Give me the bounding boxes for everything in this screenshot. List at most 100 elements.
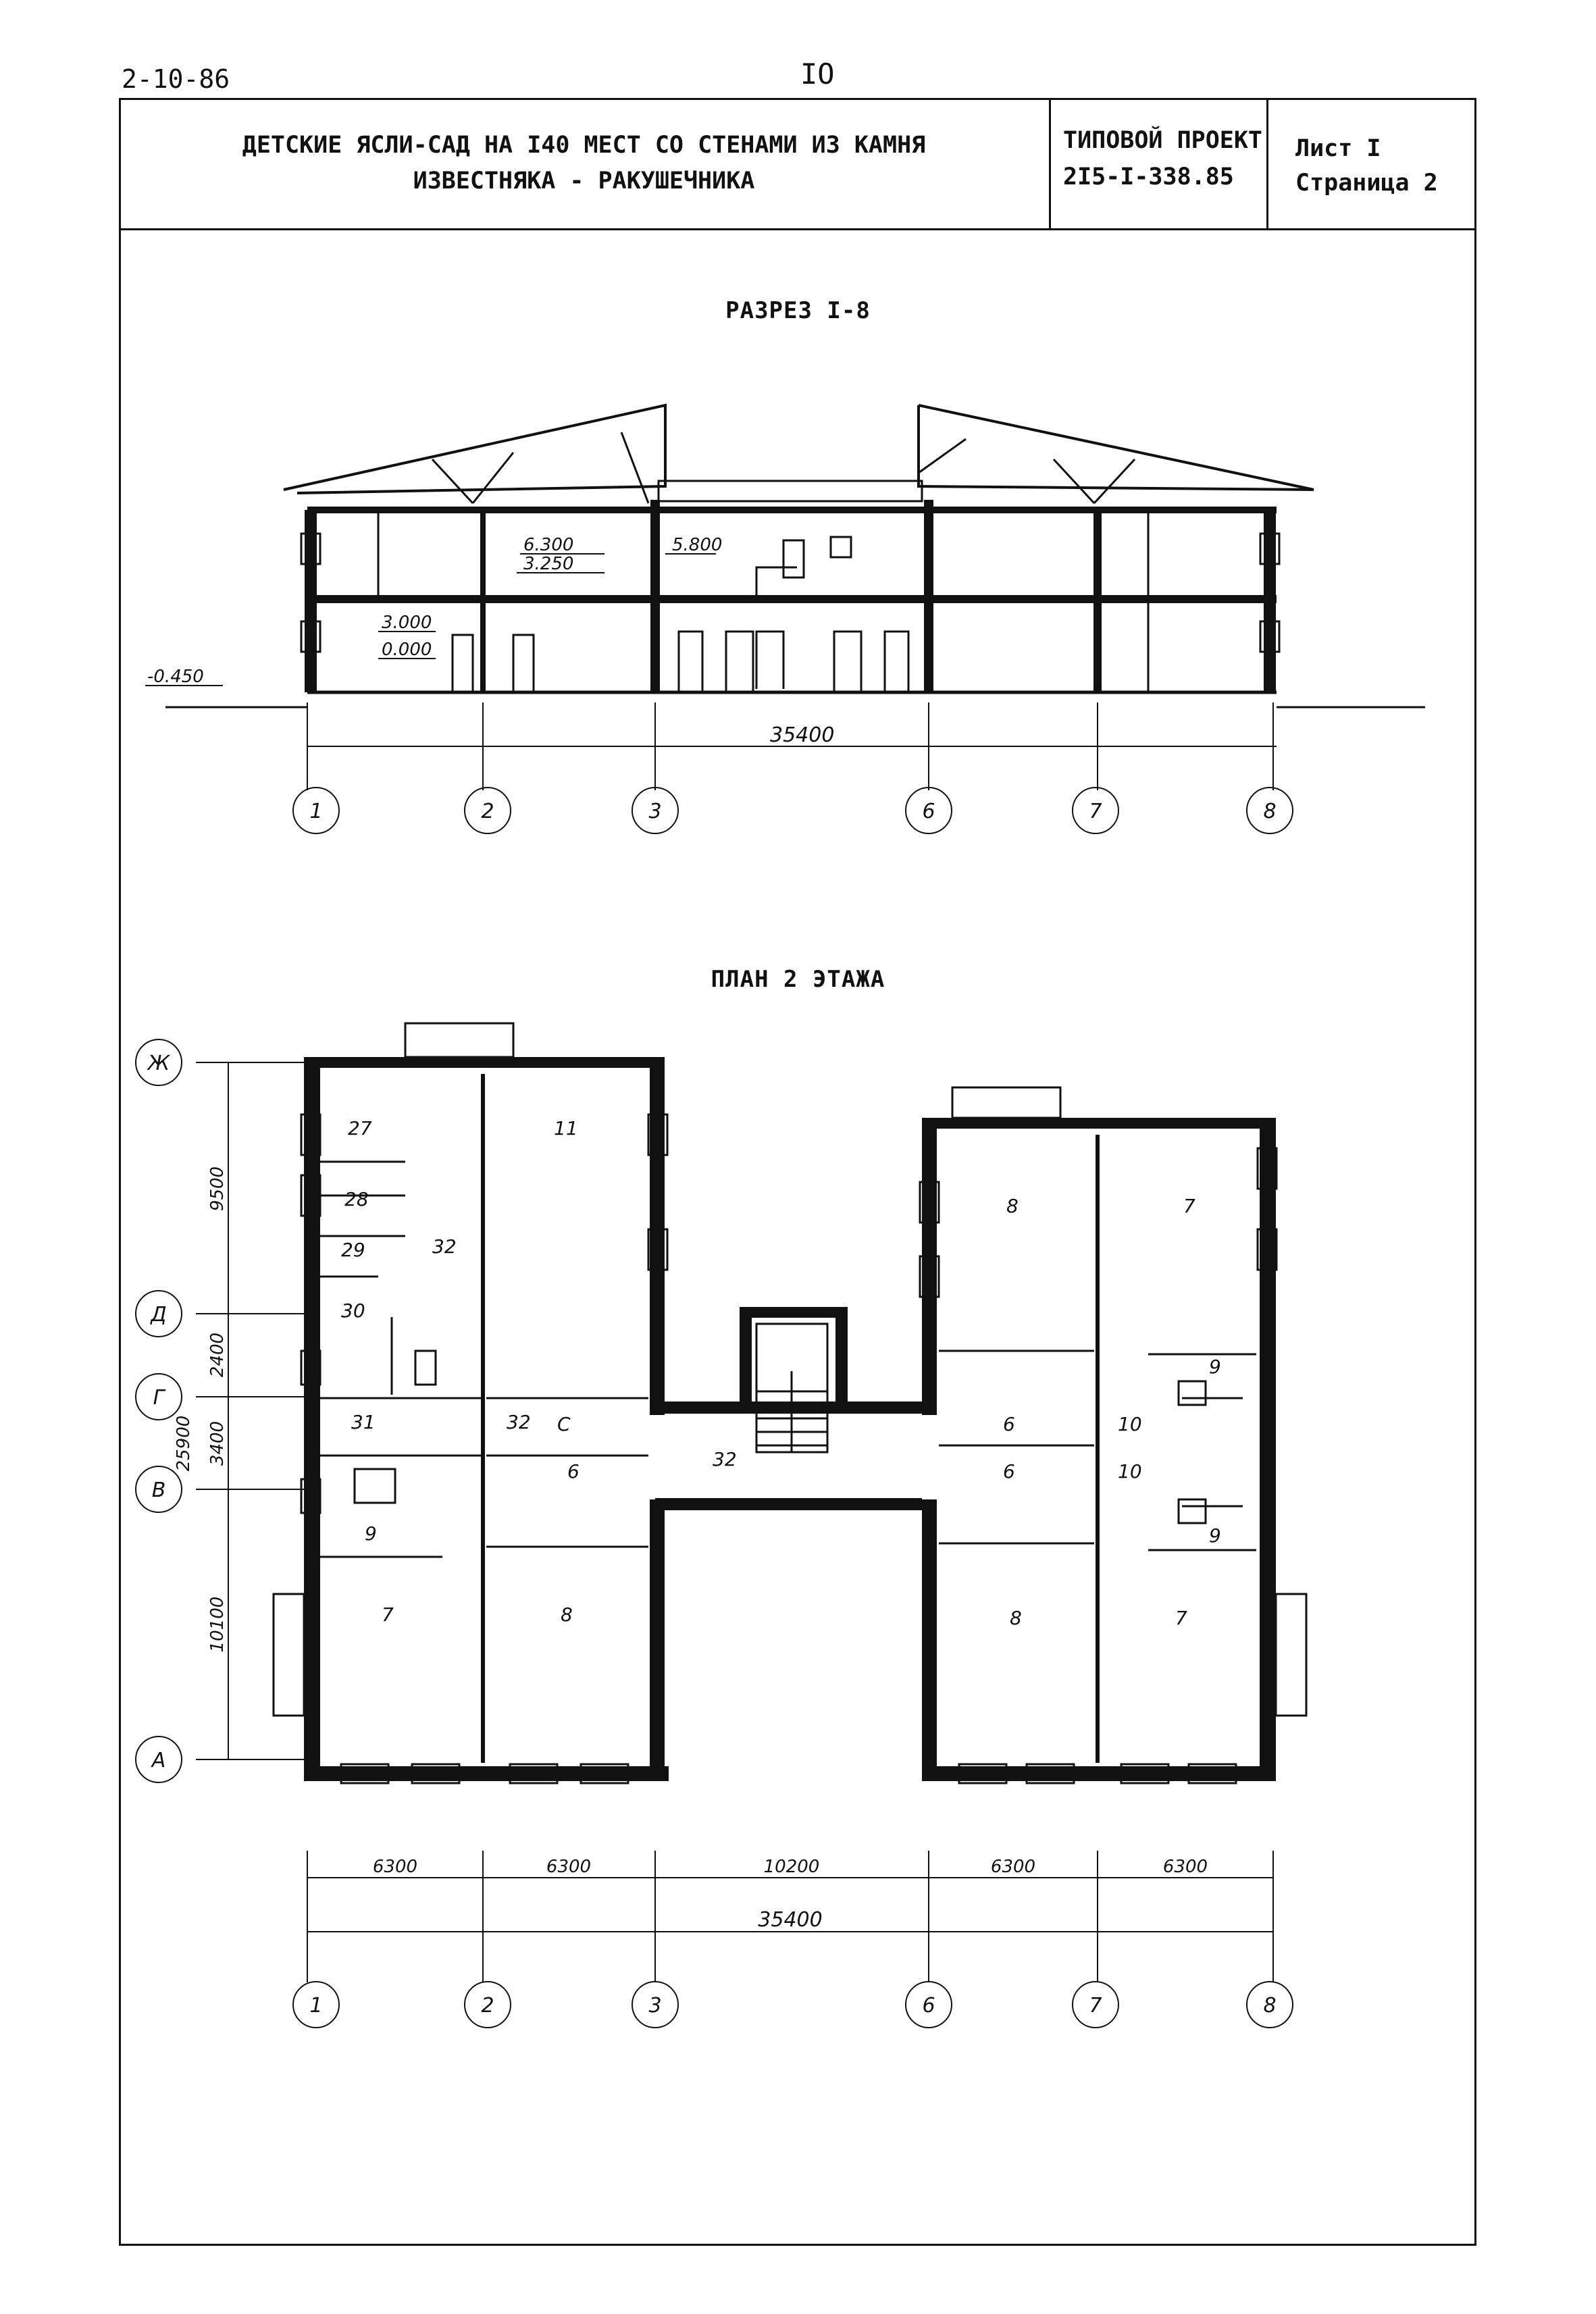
room-7-right-top: 7 <box>1183 1195 1195 1217</box>
door <box>451 634 474 694</box>
axis-label-8: 8 <box>1263 800 1276 823</box>
axis-circle <box>632 787 679 834</box>
room-7-left: 7 <box>382 1603 394 1626</box>
wall <box>740 1307 848 1318</box>
title-line-1: ДЕТСКИЕ ЯСЛИ-САД НА I40 МЕСТ СО СТЕНАМИ … <box>242 132 926 159</box>
truss-left-b <box>471 452 515 504</box>
window <box>829 536 852 559</box>
room-8-right-bottom: 8 <box>1010 1607 1022 1629</box>
axis-circle <box>292 1981 340 2028</box>
axis-circle <box>464 1981 511 2028</box>
project-cell: ТИПОВОЙ ПРОЕКТ 2I5-I-338.85 <box>1051 98 1268 228</box>
wall <box>304 1057 655 1068</box>
toilet-block <box>414 1349 437 1386</box>
window <box>1259 532 1281 565</box>
truss-right-c <box>1093 458 1136 505</box>
section-mark-c: С <box>557 1413 571 1435</box>
truss-right-a <box>918 438 967 474</box>
mark-minus-0450: -0.450 <box>147 667 204 687</box>
col-axis-2: 2 <box>481 1994 494 2017</box>
section-overall-dimension: 35400 <box>770 723 834 747</box>
room-11: 11 <box>554 1117 578 1139</box>
mark-3250: 3.250 <box>523 554 573 574</box>
row-axis-v: В <box>152 1479 166 1502</box>
door <box>677 630 704 694</box>
page-label: Страница 2 <box>1295 169 1438 197</box>
room-6-left: 6 <box>567 1460 580 1483</box>
axis-circle <box>632 1981 679 2028</box>
window <box>647 1113 669 1156</box>
axis-circle <box>905 787 952 834</box>
drawing-frame <box>119 98 1476 2246</box>
row-dim-2400: 2400 <box>207 1333 228 1377</box>
wall <box>740 1307 752 1405</box>
room-7-right-bottom: 7 <box>1175 1607 1187 1629</box>
axis-label-1: 1 <box>309 800 322 823</box>
axis-circle <box>135 1466 182 1513</box>
roof-left <box>283 403 667 494</box>
axis-circle <box>292 787 340 834</box>
wall <box>655 1498 922 1510</box>
wall <box>304 1057 320 1780</box>
section-title: РАЗРЕЗ I-8 <box>725 297 871 324</box>
window <box>1256 1147 1278 1190</box>
toilet-block <box>1177 1380 1207 1406</box>
external-stair <box>1275 1593 1308 1717</box>
room-6-right-a: 6 <box>1003 1413 1015 1435</box>
toilet-block <box>1177 1498 1207 1524</box>
wall <box>655 1402 922 1414</box>
wall <box>304 1766 669 1781</box>
room-9-left: 9 <box>365 1522 377 1545</box>
truss-left-a <box>431 458 474 505</box>
external-stair <box>272 1593 305 1717</box>
wall <box>650 1057 665 1415</box>
mark-0000: 0.000 <box>382 640 432 660</box>
window <box>411 1763 461 1784</box>
room-8-left: 8 <box>561 1603 573 1626</box>
axis-circle <box>1246 1981 1293 2028</box>
truss-right-b <box>1052 458 1096 505</box>
room-28: 28 <box>344 1188 369 1210</box>
col-dim-4: 6300 <box>991 1857 1035 1877</box>
plan-title: ПЛАН 2 ЭТАЖА <box>711 966 885 993</box>
external-stair <box>404 1022 515 1058</box>
room-27: 27 <box>348 1117 372 1139</box>
toilet-block <box>353 1468 396 1504</box>
col-dim-3: 10200 <box>764 1857 820 1877</box>
axis-label-6: 6 <box>922 800 935 823</box>
room-10-a: 10 <box>1118 1413 1142 1435</box>
window <box>509 1763 559 1784</box>
window <box>1259 620 1281 653</box>
window <box>340 1763 390 1784</box>
axis-circle <box>135 1373 182 1420</box>
room-9-right-a: 9 <box>1209 1356 1221 1378</box>
window <box>300 1113 321 1156</box>
axis-circle <box>135 1290 182 1337</box>
room-29: 29 <box>341 1239 365 1261</box>
stair-lower <box>755 630 785 689</box>
project-label: ТИПОВОЙ ПРОЕКТ <box>1063 127 1263 154</box>
row-axis-d: Д <box>149 1303 166 1327</box>
window <box>1120 1763 1170 1784</box>
col-dim-2: 6300 <box>546 1857 591 1877</box>
axis-label-7: 7 <box>1089 800 1102 823</box>
window <box>300 1478 321 1514</box>
axis-circle <box>135 1039 182 1086</box>
window <box>580 1763 629 1784</box>
window <box>958 1763 1008 1784</box>
sheet-cell: Лист I Страница 2 <box>1268 98 1476 228</box>
window <box>300 620 321 653</box>
external-stair <box>951 1086 1062 1119</box>
door <box>833 630 863 694</box>
row-dim-3400: 3400 <box>207 1421 228 1466</box>
axis-circle <box>135 1736 182 1783</box>
window <box>919 1255 940 1298</box>
door <box>725 630 754 694</box>
title-cell: ДЕТСКИЕ ЯСЛИ-САД НА I40 МЕСТ СО СТЕНАМИ … <box>119 98 1051 228</box>
row-axis-zh: Ж <box>147 1052 171 1075</box>
axis-circle <box>1246 787 1293 834</box>
window <box>1025 1763 1075 1784</box>
col-dim-5: 6300 <box>1163 1857 1208 1877</box>
room-32-center: 32 <box>713 1448 737 1470</box>
